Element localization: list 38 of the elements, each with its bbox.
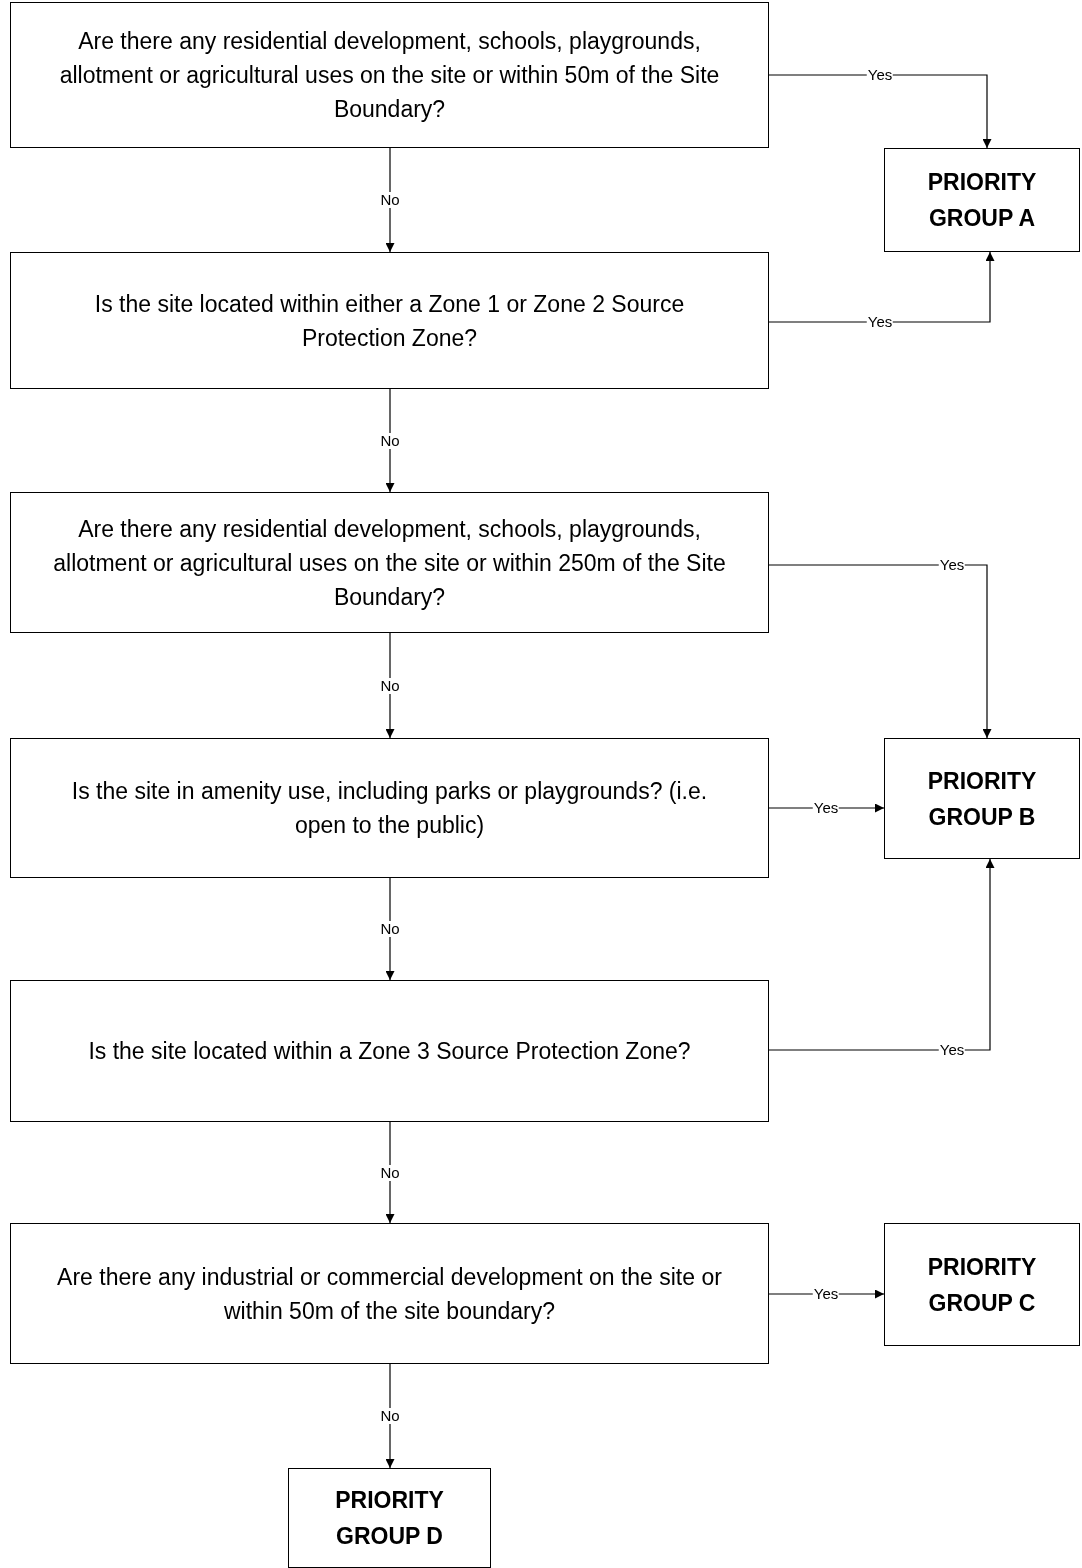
question-box: [10, 738, 769, 878]
box-text: Is the site located within a Zone 3 Source Protection Zone?: [88, 1037, 691, 1066]
question-box: [10, 980, 769, 1122]
arrow: [768, 564, 992, 739]
edge-label: Yes: [866, 67, 894, 83]
edge-label: Yes: [812, 1286, 840, 1302]
box-text: PRIORITY GROUP A: [926, 168, 1038, 233]
box-text: Are there any industrial or commercial development on the site or within 50m of the site boundary?: [56, 1262, 723, 1326]
box-text: Is the site located within either a Zone 1 or Zone 2 Source Protection Zone?: [93, 289, 686, 353]
arrow: [385, 1121, 395, 1224]
edge-label: Yes: [812, 800, 840, 816]
edge-label: Yes: [866, 314, 894, 330]
box-text: PRIORITY GROUP D: [334, 1486, 445, 1551]
question-box: [10, 2, 769, 148]
edge-label: No: [379, 1408, 401, 1424]
arrow: [385, 877, 395, 981]
box-text: PRIORITY GROUP C: [926, 1252, 1038, 1318]
question-box: [10, 492, 769, 633]
edge-label: No: [379, 677, 401, 694]
result-box: [288, 1468, 491, 1568]
question-box: [10, 1223, 769, 1364]
result-box: [884, 148, 1080, 252]
box-text: Are there any residential development, schools, playgrounds, allotment or agricultural uses on the site or within 50m of the Site Boundary?: [58, 27, 721, 124]
result-box: [884, 738, 1080, 859]
box-text: Is the site in amenity use, including parks or playgrounds? (i.e. open to the public): [70, 777, 709, 840]
edge-label: Yes: [938, 557, 966, 573]
box-text: PRIORITY GROUP B: [926, 766, 1038, 832]
arrow: [768, 251, 995, 323]
question-box: [10, 252, 769, 389]
arrow: [768, 74, 992, 149]
box-text: Are there any residential development, schools, playgrounds, allotment or agricultural uses on the site or within 250m of the Site Boundary?: [52, 514, 727, 612]
edge-label: Yes: [938, 1042, 966, 1058]
edge-label: No: [379, 192, 401, 208]
edge-label: No: [379, 1164, 401, 1181]
edge-label: No: [379, 921, 401, 937]
result-box: [884, 1223, 1080, 1346]
arrow: [768, 858, 995, 1051]
edge-label: No: [379, 432, 401, 449]
